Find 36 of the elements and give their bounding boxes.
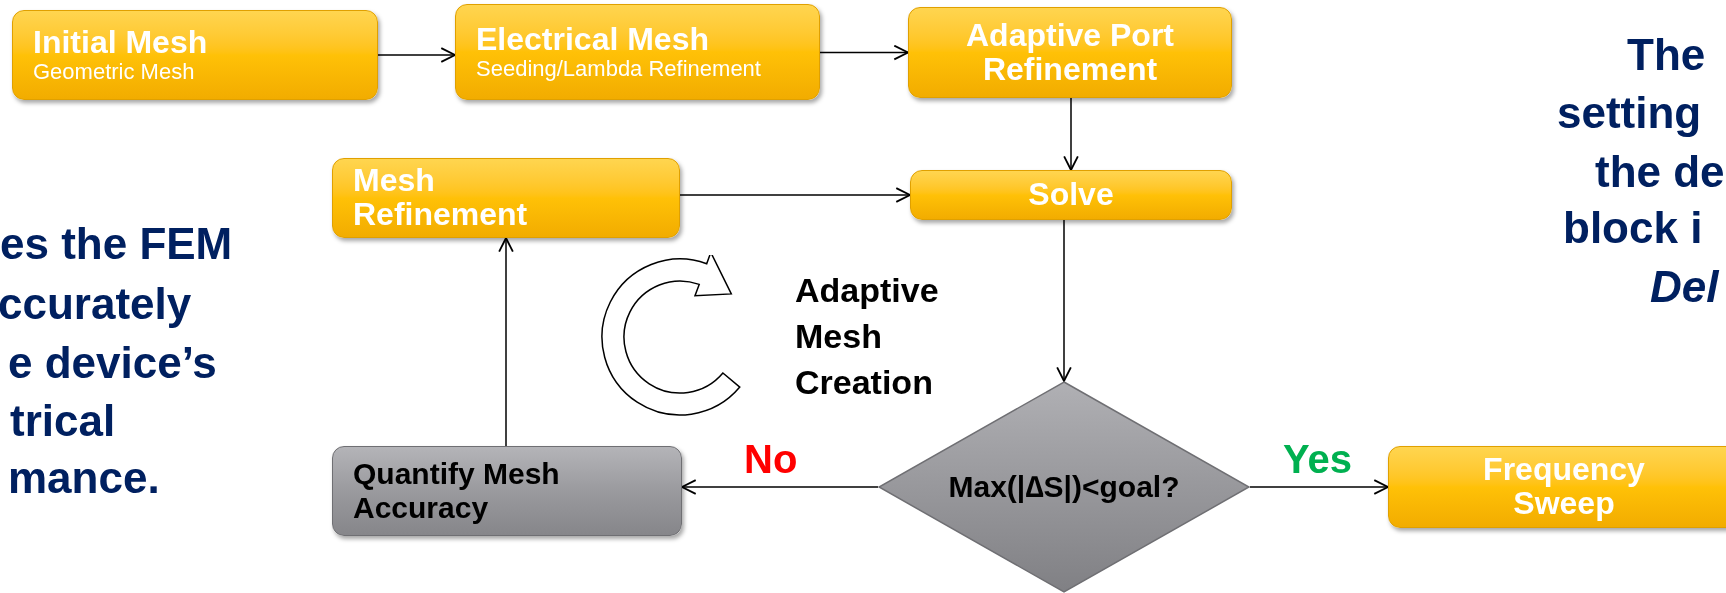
body-text: the de [1595,150,1726,194]
box-title: Mesh Refinement [353,164,529,232]
box-subtitle: Seeding/Lambda Refinement [476,56,761,82]
arrow [819,44,909,61]
body-text: mance. [8,456,161,500]
cycle-caption: Adaptive Mesh Creation [795,270,940,403]
box-title: Adaptive Port Refinement [965,18,1175,87]
body-text: ccurately [0,282,193,326]
box-title: Max(|∆S|)<goal? [948,469,1180,506]
arrow [679,187,911,203]
process-box [332,446,682,536]
arrow [377,47,456,63]
process-box [908,7,1232,98]
box-subtitle: Geometric Mesh [33,59,195,85]
body-text: The [1627,33,1707,77]
process-box [910,170,1232,220]
arrow [1249,479,1389,495]
box-title: Solve [1028,178,1114,212]
arrow [1063,97,1079,171]
body-text: Del [1650,265,1721,309]
arrow [1056,219,1072,382]
box-title: Quantify Mesh Accuracy [353,456,561,526]
body-text: trical [10,399,117,443]
box-title: Frequency Sweep [1482,453,1646,521]
body-text: es the FEM [0,222,234,266]
box-title: Electrical Mesh [476,22,709,57]
body-text: e device’s [8,341,218,385]
body-text: block i [1563,206,1704,250]
box-title: Initial Mesh [33,25,208,60]
arrow [498,237,514,447]
process-box [455,4,820,100]
process-box [12,10,378,100]
process-box [1388,446,1726,528]
arrow [681,479,879,495]
process-box [332,158,680,238]
body-text: setting [1557,91,1703,135]
